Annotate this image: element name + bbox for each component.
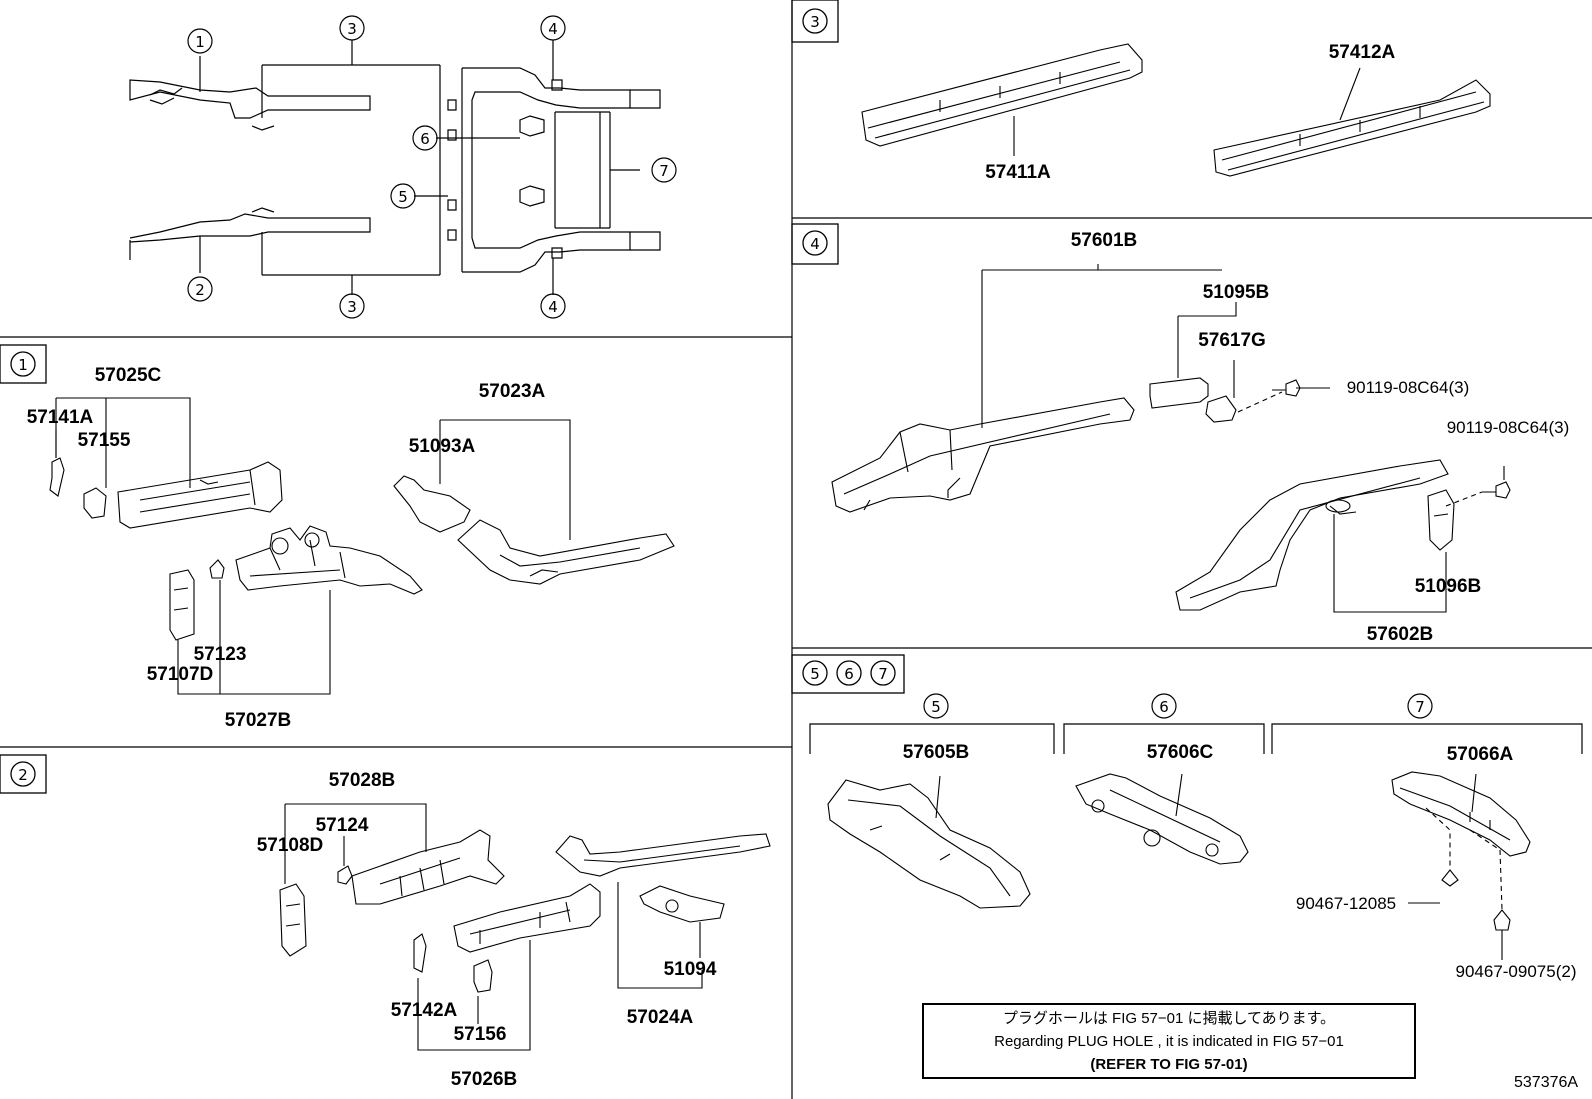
section-1-tag [0,344,47,384]
part-57066A: 57066A [1447,744,1514,765]
part-51094: 51094 [664,959,717,980]
part-57024A: 57024A [627,1007,694,1028]
subsection-7-label: 7 [1415,698,1425,716]
section-4-tag [791,223,839,265]
overview-callout-2: 2 [195,281,205,299]
subsection-5-label: 5 [931,698,941,716]
section-567-parts-drawing [827,771,1531,960]
overview-callout-6: 6 [420,130,430,148]
section-2-parts-drawing [279,803,771,1051]
part-51095B: 51095B [1203,282,1270,303]
overview-callout-4-bottom: 4 [548,298,558,316]
part-bolt-90119-08C64-a: 90119-08C64(3) [1347,378,1470,397]
part-57025C: 57025C [95,365,162,386]
part-57023A: 57023A [479,381,546,402]
part-clip-90467-09075: 90467-09075(2) [1456,962,1577,981]
part-57412A: 57412A [1329,42,1396,63]
section-567-subheadings [809,693,1583,754]
part-57026B: 57026B [451,1069,518,1090]
overview-callout-7: 7 [659,162,669,180]
part-57028B: 57028B [329,770,396,791]
part-57155: 57155 [78,430,131,451]
part-57107D: 57107D [147,664,214,685]
part-57411A: 57411A [985,162,1051,183]
catalog-number: 537376A [1514,1074,1579,1091]
part-57617G: 57617G [1198,330,1266,351]
part-51096B: 51096B [1415,576,1482,597]
section-567-tag [791,654,905,694]
part-57605B: 57605B [903,742,970,763]
part-51093A: 51093A [409,436,476,457]
section-567-tag-6: 6 [844,665,854,683]
part-57123: 57123 [194,644,247,665]
note-line-english: Regarding PLUG HOLE , it is indicated in… [994,1033,1344,1050]
overview-callout-1-top: 1 [195,33,205,51]
section-1-tag-label: 1 [18,356,28,374]
plug-hole-note: プラグホールは FIG 57−01 に掲載してあります。 Regarding P… [922,1003,1416,1079]
section-4-tag-label: 4 [810,235,820,253]
section-2-tag [0,754,47,794]
overview-callouts [187,15,677,319]
part-57601B: 57601B [1071,230,1138,251]
part-57606C: 57606C [1147,742,1214,763]
section-567-tag-5: 5 [810,665,820,683]
overview-chassis-diagram [129,40,661,295]
overview-callout-4-top: 4 [548,20,558,38]
overview-callout-3-bottom: 3 [347,298,357,316]
section-3-parts-drawing [861,43,1491,177]
note-line-reference: (REFER TO FIG 57-01) [1090,1056,1248,1073]
part-57156: 57156 [454,1024,507,1045]
part-57142A: 57142A [391,1000,458,1021]
overview-callout-3-top: 3 [347,20,357,38]
subsection-6-label: 6 [1159,698,1169,716]
part-57124: 57124 [316,815,369,836]
section-1-parts-drawing [49,397,675,695]
note-line-japanese: プラグホールは FIG 57−01 に掲載してあります。 [1002,1010,1336,1027]
section-4-parts-drawing [831,264,1511,613]
part-clip-90467-12085: 90467-12085 [1296,894,1396,913]
section-3-tag-label: 3 [810,13,820,31]
part-bolt-90119-08C64-b: 90119-08C64(3) [1447,418,1570,437]
overview-callout-5: 5 [398,188,408,206]
section-567-tag-7: 7 [878,665,888,683]
section-3-tag [791,0,839,43]
part-57027B: 57027B [225,710,292,731]
part-57602B: 57602B [1367,624,1434,645]
section-2-tag-label: 2 [18,766,28,784]
part-57108D: 57108D [257,835,324,856]
part-57141A: 57141A [27,407,94,428]
